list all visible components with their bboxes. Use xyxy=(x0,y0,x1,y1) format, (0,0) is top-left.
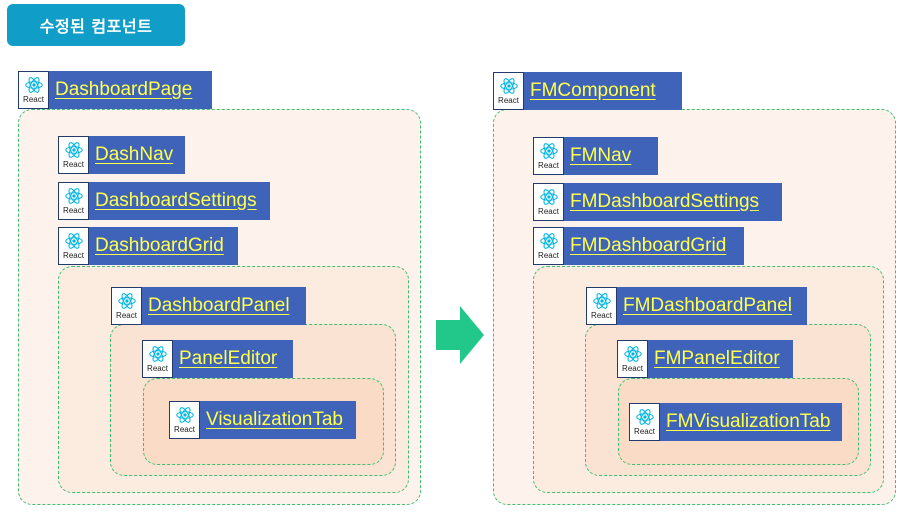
react-label: React xyxy=(174,425,195,434)
component-name-box: VisualizationTab xyxy=(200,401,356,439)
component-name[interactable]: VisualizationTab xyxy=(206,409,343,430)
component-name-box: FMDashboardPanel xyxy=(617,287,807,325)
component-name[interactable]: DashboardGrid xyxy=(95,235,224,256)
right-arrow-icon xyxy=(436,306,484,364)
react-icon: React xyxy=(58,227,89,265)
component-name[interactable]: FMDashboardSettings xyxy=(570,191,760,212)
react-icon: React xyxy=(533,183,564,221)
component-name-box: FMComponent xyxy=(524,72,682,110)
component-name-box: FMNav xyxy=(564,137,658,175)
component-fm-dashboard-panel[interactable]: React FMDashboardPanel xyxy=(586,287,807,325)
component-name-box: DashboardPage xyxy=(49,71,212,109)
component-dashboard-grid[interactable]: React DashboardGrid xyxy=(58,227,238,265)
component-dashboard-settings[interactable]: React DashboardSettings xyxy=(58,182,270,220)
component-name[interactable]: DashNav xyxy=(95,144,174,165)
component-fm-dashboard-settings[interactable]: React FMDashboardSettings xyxy=(533,183,782,221)
react-icon: React xyxy=(533,227,564,265)
react-icon: React xyxy=(169,401,200,439)
component-fm-visualization-tab[interactable]: React FMVisualizationTab xyxy=(629,403,842,441)
component-name-box: DashboardGrid xyxy=(89,227,238,265)
component-dashboard-page[interactable]: React DashboardPage xyxy=(18,71,212,109)
component-name-box: FMDashboardGrid xyxy=(564,227,744,265)
component-dash-nav[interactable]: React DashNav xyxy=(58,136,185,174)
react-icon: React xyxy=(18,71,49,109)
component-name[interactable]: DashboardSettings xyxy=(95,190,257,211)
react-icon: React xyxy=(493,72,524,110)
component-dashboard-panel[interactable]: React DashboardPanel xyxy=(111,287,306,325)
react-icon: React xyxy=(586,287,617,325)
react-label: React xyxy=(23,95,44,104)
react-label: React xyxy=(147,364,168,373)
react-icon: React xyxy=(111,287,142,325)
react-label: React xyxy=(63,206,84,215)
react-label: React xyxy=(622,364,643,373)
component-name[interactable]: FMVisualizationTab xyxy=(666,411,831,432)
title-badge: 수정된 컴포넌트 xyxy=(7,4,185,46)
component-fm-panel-editor[interactable]: React FMPanelEditor xyxy=(617,340,793,378)
component-name-box: DashboardSettings xyxy=(89,182,270,220)
component-name-box: FMVisualizationTab xyxy=(660,403,842,441)
component-fm-component[interactable]: React FMComponent xyxy=(493,72,682,110)
react-label: React xyxy=(591,311,612,320)
react-label: React xyxy=(538,251,559,260)
component-name-box: FMPanelEditor xyxy=(648,340,793,378)
component-name-box: PanelEditor xyxy=(173,340,293,378)
react-icon: React xyxy=(58,136,89,174)
component-name-box: DashNav xyxy=(89,136,185,174)
component-name[interactable]: DashboardPage xyxy=(55,79,193,100)
react-label: React xyxy=(634,427,655,436)
react-label: React xyxy=(538,161,559,170)
component-name[interactable]: FMDashboardGrid xyxy=(570,235,727,256)
component-name-box: DashboardPanel xyxy=(142,287,306,325)
react-icon: React xyxy=(617,340,648,378)
react-label: React xyxy=(538,207,559,216)
react-icon: React xyxy=(142,340,173,378)
react-label: React xyxy=(63,251,84,260)
component-name[interactable]: FMPanelEditor xyxy=(654,348,780,369)
component-visualization-tab[interactable]: React VisualizationTab xyxy=(169,401,356,439)
component-name[interactable]: FMComponent xyxy=(530,80,656,101)
react-icon: React xyxy=(58,182,89,220)
react-label: React xyxy=(498,96,519,105)
component-panel-editor[interactable]: React PanelEditor xyxy=(142,340,293,378)
component-fm-nav[interactable]: React FMNav xyxy=(533,137,658,175)
react-label: React xyxy=(116,311,137,320)
component-name[interactable]: DashboardPanel xyxy=(148,295,290,316)
component-name-box: FMDashboardSettings xyxy=(564,183,782,221)
react-icon: React xyxy=(629,403,660,441)
component-name[interactable]: FMNav xyxy=(570,145,632,166)
react-label: React xyxy=(63,160,84,169)
component-name[interactable]: PanelEditor xyxy=(179,348,278,369)
title-text: 수정된 컴포넌트 xyxy=(39,17,153,36)
component-name[interactable]: FMDashboardPanel xyxy=(623,295,792,316)
react-icon: React xyxy=(533,137,564,175)
component-fm-dashboard-grid[interactable]: React FMDashboardGrid xyxy=(533,227,744,265)
